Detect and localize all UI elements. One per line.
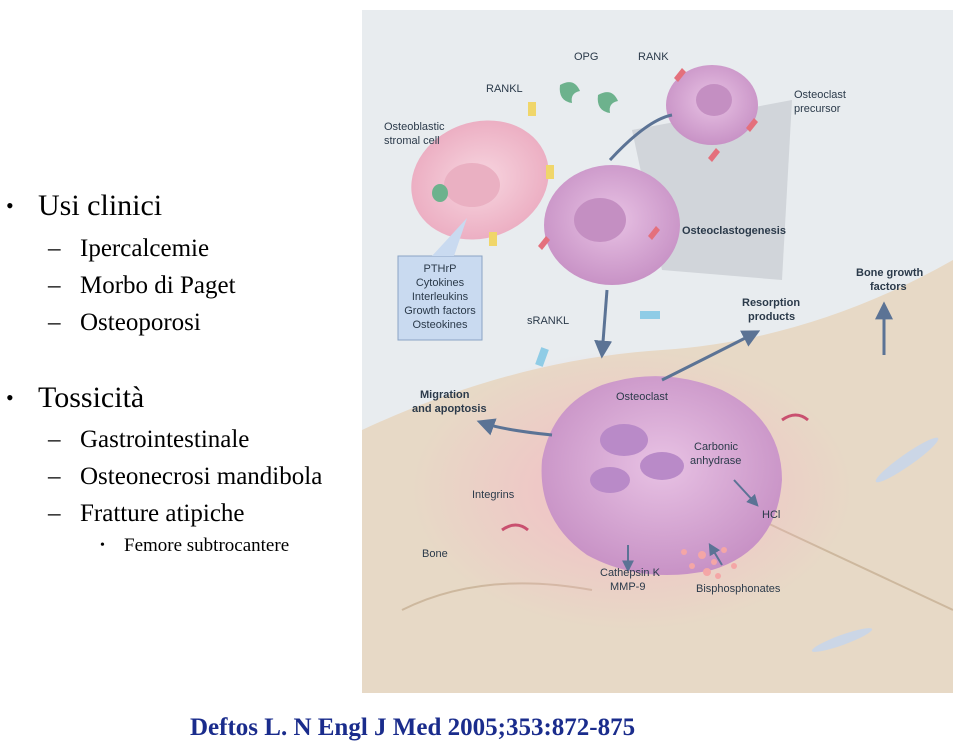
osteocyte — [875, 437, 939, 483]
factor-box-pointer — [432, 218, 467, 256]
label-osteoclastogenesis: Osteoclastogenesis — [682, 225, 786, 237]
cell-nucleus — [640, 452, 684, 480]
sub-list-item-text: Femore subtrocantere — [124, 535, 290, 556]
dash-icon: – — [48, 309, 61, 336]
cell-nucleus — [696, 84, 732, 116]
label-osteoclast: Osteoclast — [616, 391, 668, 403]
list-item-text: Gastrointestinale — [80, 426, 250, 453]
rankl-marker — [546, 165, 554, 179]
label-rank: RANK — [638, 51, 669, 63]
cell-nucleus — [600, 424, 648, 456]
list-item-text: Osteonecrosi mandibola — [80, 463, 323, 490]
citation: Deftos L. N Engl J Med 2005;353:872-875 — [190, 714, 636, 741]
section-title: Tossicità — [38, 381, 145, 414]
rank-marker — [746, 118, 758, 132]
label-opg: OPG — [574, 51, 598, 63]
label-bone: Bone — [422, 548, 448, 560]
label-osteoclast-precursor: Osteoclast — [794, 89, 846, 101]
integrin-marker — [501, 523, 529, 532]
label-resorption: products — [748, 311, 795, 323]
rank-marker — [648, 226, 660, 240]
label-migration: Migration — [420, 389, 470, 401]
rank-marker — [708, 148, 720, 162]
dash-icon: – — [48, 426, 61, 453]
label-hcl: HCl — [762, 509, 780, 521]
srankl-marker — [640, 311, 660, 319]
label-factor: Interleukins — [412, 291, 469, 303]
arrow — [594, 289, 613, 359]
label-factor: Osteokines — [412, 319, 468, 331]
arrow — [708, 542, 723, 566]
label-resorption: Resorption — [742, 297, 800, 309]
cell-nucleus — [590, 467, 630, 493]
bone-remodeling-figure: RANKL OPG RANK Osteoclast precursor Oste… — [362, 10, 953, 693]
list-item-text: Morbo di Paget — [80, 272, 236, 299]
list-item-text: Osteoporosi — [80, 309, 201, 336]
label-rankl: RANKL — [486, 83, 523, 95]
rank-marker — [674, 68, 686, 82]
arrow — [608, 113, 673, 162]
integrin-marker — [781, 413, 809, 422]
dash-icon: – — [48, 463, 61, 490]
rank-marker — [538, 236, 550, 250]
label-osteoclast-precursor: precursor — [794, 103, 841, 115]
dash-icon: – — [48, 500, 61, 527]
arrow — [476, 418, 553, 437]
bullet-dot-icon: • — [6, 193, 14, 218]
osteocyte — [811, 628, 873, 652]
receptor-marker — [432, 184, 448, 202]
label-factor: Growth factors — [404, 305, 476, 317]
bisphosphonate-particles — [681, 547, 737, 579]
label-bone-growth: Bone growth — [856, 267, 923, 279]
label-carbonic: anhydrase — [690, 455, 741, 467]
opg-marker — [597, 92, 618, 113]
label-srankl: sRANKL — [527, 315, 569, 327]
dash-icon: – — [48, 272, 61, 299]
rankl-marker — [528, 102, 536, 116]
dash-icon: – — [48, 235, 61, 262]
cell-nucleus — [574, 198, 626, 242]
factor-box — [397, 255, 483, 341]
label-cathepsin: MMP-9 — [610, 581, 645, 593]
arrow — [661, 330, 761, 382]
arrow — [733, 479, 759, 507]
label-integrins: Integrins — [472, 489, 515, 501]
rankl-marker — [489, 232, 497, 246]
section-title: Usi clinici — [38, 189, 163, 222]
label-factor: Cytokines — [416, 277, 465, 289]
label-factor: PTHrP — [424, 263, 457, 275]
bullet-dot-icon: • — [6, 385, 14, 410]
label-cathepsin: Cathepsin K — [600, 567, 661, 579]
list-item-text: Fratture atipiche — [80, 500, 245, 527]
label-osteoblastic: Osteoblastic — [384, 121, 445, 133]
label-migration: and apoptosis — [412, 403, 487, 415]
cell-nucleus — [444, 163, 500, 207]
bullet-dot-icon: • — [100, 538, 105, 553]
label-carbonic: Carbonic — [694, 441, 739, 453]
srankl-marker — [535, 347, 549, 367]
label-osteoblastic: stromal cell — [384, 135, 440, 147]
list-item-text: Ipercalcemie — [80, 235, 210, 262]
label-bisphosphonates: Bisphosphonates — [696, 583, 781, 595]
opg-marker — [559, 82, 580, 103]
label-bone-growth: factors — [870, 281, 907, 293]
